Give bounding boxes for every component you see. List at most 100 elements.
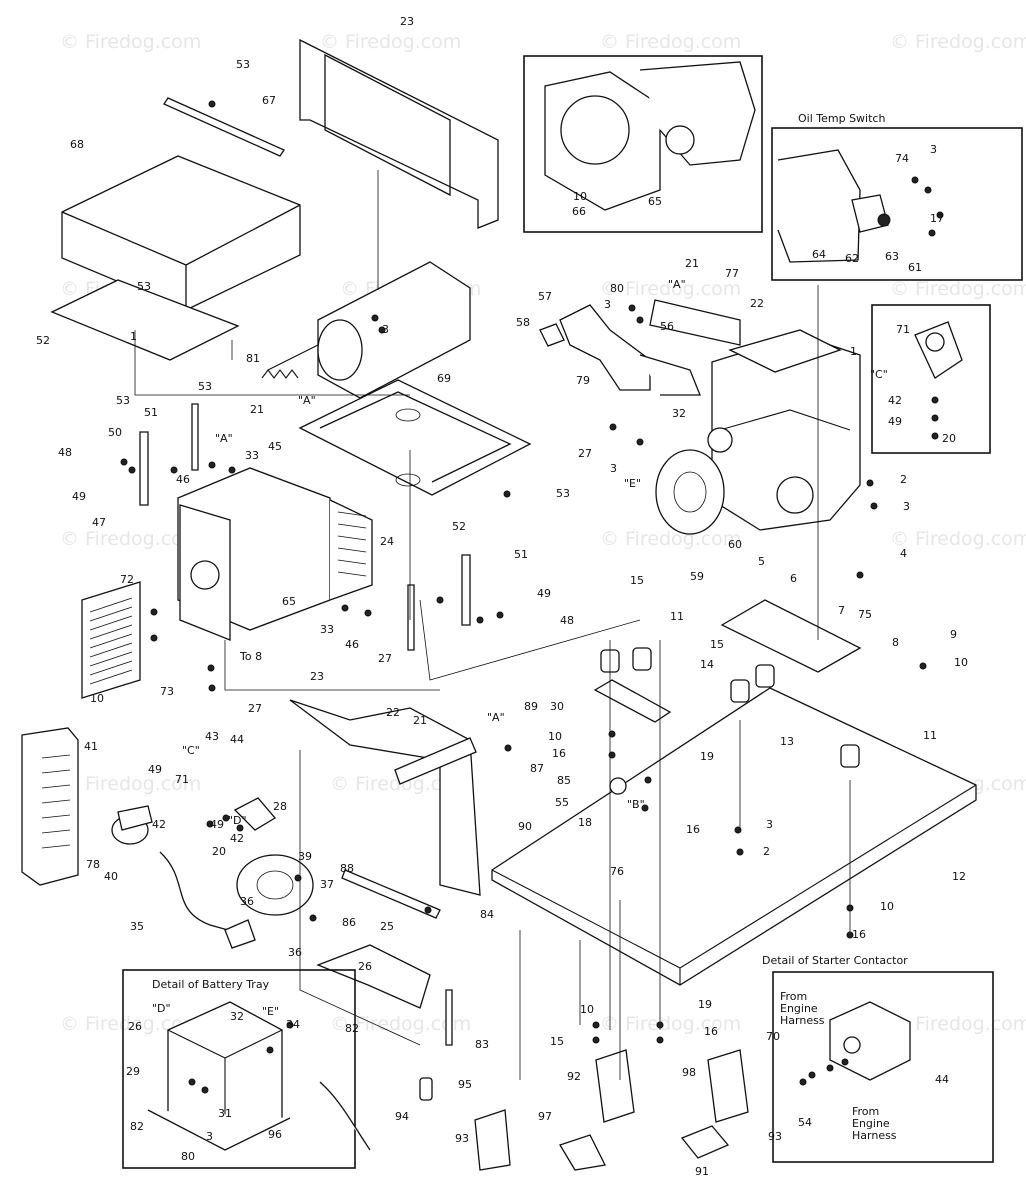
fastener	[592, 1021, 600, 1029]
callout-58: 58	[516, 316, 530, 329]
callout-90: 90	[518, 820, 532, 833]
fastener	[188, 1078, 196, 1086]
grille-slot	[89, 642, 133, 658]
callout-49: 49	[888, 415, 902, 428]
fan-vane	[337, 523, 367, 529]
panel-23-lower	[289, 699, 481, 896]
callout-61: 61	[908, 261, 922, 274]
callout-71: 71	[896, 323, 910, 336]
callout-19: 19	[700, 750, 714, 763]
callout-29: 29	[126, 1065, 140, 1078]
inset-oil-temp-switch	[771, 127, 1023, 281]
callout-42: 42	[230, 832, 244, 845]
decal-97	[559, 1134, 606, 1171]
callout-27: 27	[248, 702, 262, 715]
callout-96: 96	[268, 1128, 282, 1141]
regulator-36	[236, 854, 314, 916]
letter-tag: "A"	[668, 278, 686, 291]
base-frame-12	[491, 687, 977, 986]
fan-vane	[337, 547, 367, 553]
watermark-text: © Firedog.com	[60, 31, 201, 53]
callout-36: 36	[288, 946, 302, 959]
callout-3: 3	[382, 323, 389, 336]
callout-69: 69	[437, 372, 451, 385]
callout-81: 81	[246, 352, 260, 365]
leader-line	[134, 330, 410, 396]
callout-91: 91	[695, 1165, 709, 1178]
watermark-text: © Firedog.com	[890, 31, 1026, 53]
tray-52-lower	[298, 379, 532, 496]
engine-side-inset	[777, 149, 861, 263]
callout-94: 94	[395, 1110, 409, 1123]
contactor-44	[829, 1001, 911, 1081]
callout-68: 68	[70, 138, 84, 151]
fastener	[608, 751, 616, 759]
callout-15: 15	[630, 574, 644, 587]
callout-10: 10	[573, 190, 587, 203]
isolator-11	[755, 664, 775, 688]
valve-44	[233, 797, 276, 831]
fastener	[870, 502, 878, 510]
tray-82	[316, 944, 431, 1009]
inset-valve	[871, 304, 991, 454]
callout-98: 98	[682, 1066, 696, 1079]
fastener	[309, 914, 317, 922]
callout-49: 49	[72, 490, 86, 503]
callout-37: 37	[320, 878, 334, 891]
callout-66: 66	[572, 205, 586, 218]
callout-19: 19	[698, 998, 712, 1011]
callout-30: 30	[550, 700, 564, 713]
callout-59: 59	[690, 570, 704, 583]
contactor-post	[843, 1036, 861, 1054]
callout-82: 82	[345, 1022, 359, 1035]
letter-tag: "B"	[627, 798, 645, 811]
callout-53: 53	[198, 380, 212, 393]
caption-battery-tray: Detail of Battery Tray	[152, 978, 270, 991]
fastener	[128, 466, 136, 474]
fan-vane	[337, 559, 367, 565]
callout-31: 31	[218, 1107, 232, 1120]
callout-62: 62	[845, 252, 859, 265]
callout-10: 10	[954, 656, 968, 669]
callout-77: 77	[725, 267, 739, 280]
fastener	[799, 1078, 807, 1086]
callout-53: 53	[236, 58, 250, 71]
callout-80: 80	[610, 282, 624, 295]
callout-10: 10	[580, 1003, 594, 1016]
callout-26: 26	[358, 960, 372, 973]
inset-battery-tray	[122, 969, 356, 1169]
fastener	[919, 662, 927, 670]
callout-80: 80	[181, 1150, 195, 1163]
callout-42: 42	[888, 394, 902, 407]
grille-slot	[89, 633, 133, 649]
bracket-19	[593, 679, 672, 723]
adapter-ring	[560, 95, 630, 165]
letter-tag: "E"	[624, 477, 641, 490]
callout-2: 2	[763, 845, 770, 858]
watermark-text: © Firedog.com	[600, 528, 741, 550]
tray-hole	[395, 408, 421, 422]
callout-76: 76	[610, 865, 624, 878]
frame-hole	[609, 777, 627, 795]
fastener	[826, 1064, 834, 1072]
panel-slot	[41, 784, 71, 789]
fastener	[609, 423, 617, 431]
fastener	[504, 744, 512, 752]
manual-98	[707, 1049, 749, 1123]
callout-87: 87	[530, 762, 544, 775]
fastener	[656, 1021, 664, 1029]
fastener	[866, 479, 874, 487]
callout-41: 41	[84, 740, 98, 753]
control-panel-41	[21, 727, 79, 886]
fastener	[341, 604, 349, 612]
inset-starter-contactor	[772, 971, 994, 1163]
alternator-bearing	[190, 560, 220, 590]
fastener	[436, 596, 444, 604]
fastener	[476, 616, 484, 624]
callout-18: 18	[578, 816, 592, 829]
fastener	[608, 730, 616, 738]
callout-3: 3	[903, 500, 910, 513]
parts-layer	[21, 38, 1023, 1171]
callout-13: 13	[780, 735, 794, 748]
